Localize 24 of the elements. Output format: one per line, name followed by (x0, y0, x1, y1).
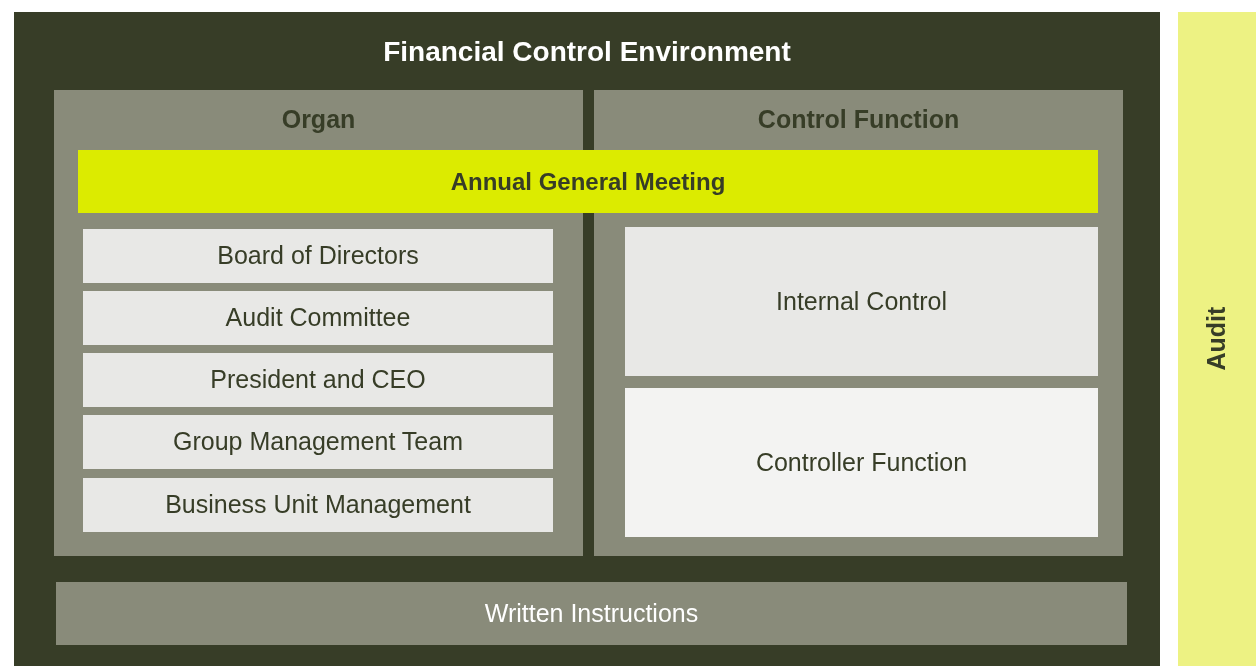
organ-box (83, 291, 553, 345)
organ-box (83, 415, 553, 469)
control-box (625, 388, 1098, 537)
organ-box (83, 478, 553, 532)
box-label: Controller Function (755, 446, 968, 478)
panel-heading: Financial Control Environment (383, 35, 791, 69)
box-label: President and CEO (210, 364, 426, 396)
control-box (625, 227, 1098, 376)
box-label: Business Unit Management (165, 489, 471, 521)
organ-box (83, 353, 553, 407)
box-label: Audit Committee (225, 302, 411, 334)
box-label: Internal Control (776, 285, 947, 317)
box-label: Group Management Team (173, 426, 463, 458)
instructions-bar (56, 582, 1127, 645)
box-label: Annual General Meeting (450, 166, 726, 197)
organ-box (83, 229, 553, 283)
box-label: Audit (1201, 307, 1232, 371)
meeting-bar (78, 150, 1098, 213)
box-label: Board of Directors (217, 240, 419, 272)
panel-heading: Organ (281, 104, 356, 135)
panel-heading: Control Function (757, 104, 960, 135)
box-label: Written Instructions (484, 597, 699, 629)
environment-panel (14, 12, 1160, 666)
audit-band (1178, 12, 1256, 666)
